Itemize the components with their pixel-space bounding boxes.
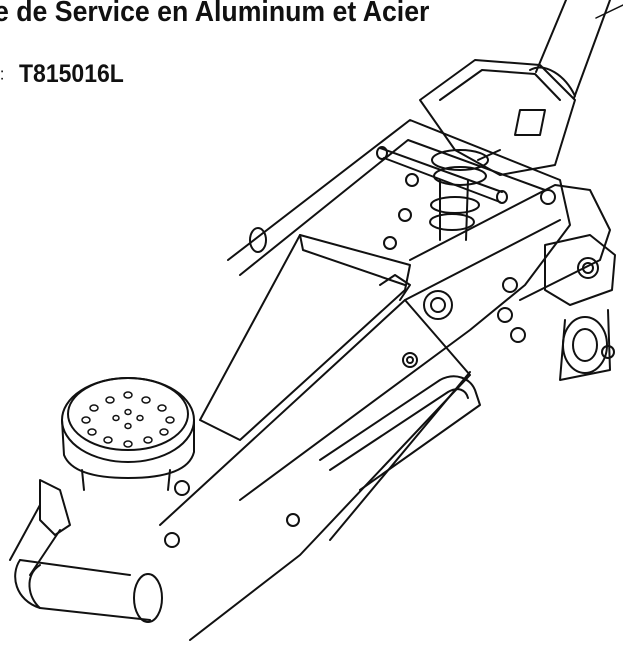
saddle-pad <box>61 377 195 491</box>
carry-handle <box>319 375 481 491</box>
jack-handle <box>529 0 623 99</box>
front-link <box>9 479 190 576</box>
document-title: e de Service en Aluminum et Acier <box>0 0 430 28</box>
model-line: l: T815016L <box>0 60 133 89</box>
lifting-arm <box>199 234 411 441</box>
model-number: T815016L <box>18 60 124 88</box>
saddle-holes <box>81 391 175 448</box>
rear-wheel-left <box>249 227 267 253</box>
front-roller <box>14 559 163 623</box>
rear-caster <box>544 234 616 381</box>
pump-assembly <box>398 149 489 241</box>
handle-socket <box>419 59 576 176</box>
frame-bolts <box>286 189 556 527</box>
jack-frame <box>159 119 611 641</box>
model-label: l: <box>0 64 5 84</box>
